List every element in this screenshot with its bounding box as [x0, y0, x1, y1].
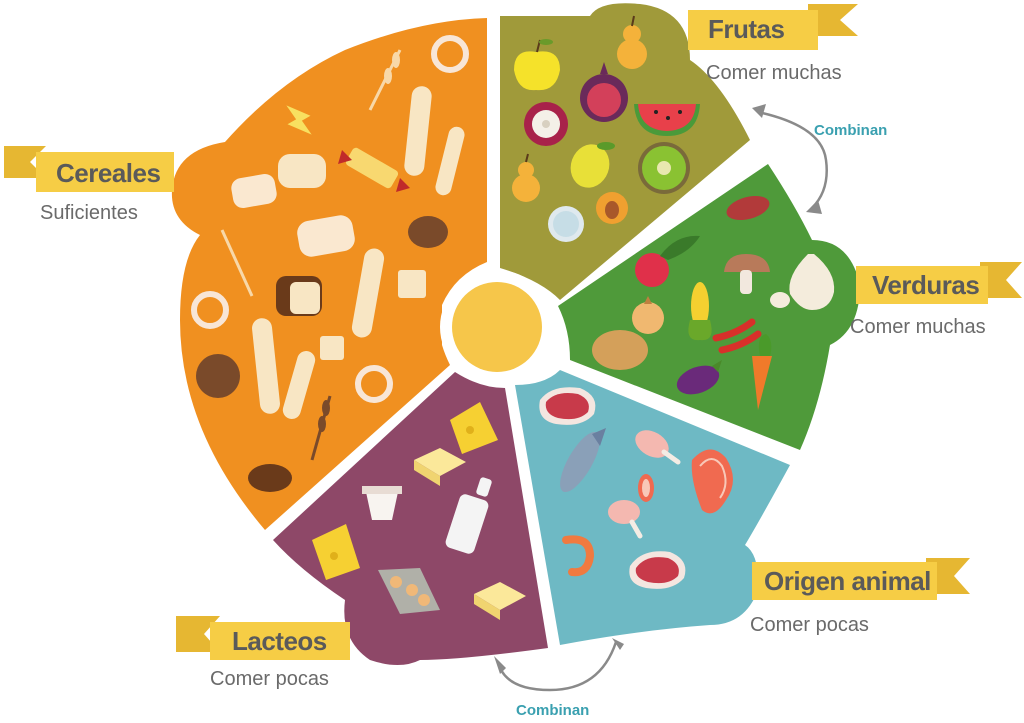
baguette-3-icon [252, 318, 316, 419]
amount-cereales: Suficientes [40, 202, 138, 224]
garlic-icon [770, 254, 835, 310]
arrowhead-up-right-icon [612, 638, 624, 650]
cheese-wedge-icon [450, 402, 498, 454]
carrot-icon [752, 334, 772, 410]
fig-icon [580, 62, 628, 122]
amount-frutas: Comer muchas [706, 62, 842, 84]
chicken-leg-2-icon [608, 500, 643, 539]
onion-icon [632, 296, 664, 334]
arrowhead-down-icon [806, 200, 822, 214]
coconut-icon [548, 206, 584, 242]
combine-arrow-top [752, 104, 828, 214]
plate-center [452, 282, 542, 372]
yogurt-icon [362, 486, 402, 520]
pretzel-icon [431, 35, 469, 73]
watermelon-icon [634, 104, 700, 136]
bread-slices-icon [231, 173, 355, 257]
roll-2-icon [196, 354, 240, 398]
eggs-icon [378, 568, 440, 614]
apricot-icon [596, 192, 628, 224]
label-verduras: Verduras [872, 270, 980, 300]
combine-arrow-bottom [494, 638, 624, 692]
mushroom-icon [724, 254, 770, 294]
pear-small-icon [512, 153, 540, 202]
mangosteen-icon [524, 102, 568, 146]
sweet-potato-icon [726, 195, 770, 221]
chicken-leg-icon [635, 430, 681, 465]
croissant-icon [248, 464, 292, 492]
pretzel-2-icon [191, 291, 393, 403]
ribbon-verduras [856, 262, 1022, 304]
loaf-icon [276, 276, 322, 316]
bread-icon [278, 154, 326, 188]
wheat-2-icon [220, 229, 254, 297]
pasta-icon [286, 105, 312, 135]
label-cereales: Cereales [56, 158, 161, 188]
cheese-block-icon [312, 524, 360, 580]
arrowhead-up-left-icon [494, 656, 506, 674]
sector-verduras [558, 164, 860, 450]
salmon-slice-icon [638, 474, 654, 502]
combine-label-top: Combinan [814, 122, 888, 139]
eggplant-icon [676, 360, 722, 395]
lemon-icon [570, 142, 615, 188]
candy-icon [338, 147, 410, 192]
amount-verduras: Comer muchas [850, 316, 986, 338]
kiwi-icon [638, 142, 690, 194]
roll-icon [408, 216, 448, 248]
butter-icon [414, 448, 466, 486]
combine-label-bottom: Combinan [516, 702, 590, 719]
wheat-icon [368, 49, 402, 111]
ribbon-origen-animal [752, 558, 970, 600]
ribbon-lacteos [176, 616, 350, 660]
fish-icon [560, 428, 606, 493]
corn-icon [688, 282, 712, 341]
label-lacteos: Lacteos [232, 626, 327, 656]
pear-icon [617, 15, 647, 69]
beet-icon [635, 235, 700, 287]
label-origen-animal: Origen animal [764, 566, 931, 596]
chili-icon [712, 318, 762, 354]
salmon-steak-icon [691, 449, 733, 514]
amount-origen-animal: Comer pocas [750, 614, 869, 636]
potato-icon [592, 330, 648, 370]
shrimp-icon [562, 535, 595, 577]
apple-icon [514, 39, 560, 91]
arrowhead-up-icon [752, 104, 766, 118]
baguette-icon [404, 86, 465, 196]
cracker-icon [320, 270, 426, 360]
baguette-2-icon [351, 248, 385, 338]
milk-bottle-icon [445, 477, 492, 554]
ribbon-frutas [688, 4, 858, 50]
label-frutas: Frutas [708, 14, 785, 44]
butter-2-icon [474, 582, 526, 620]
steak-icon [539, 387, 596, 425]
steak-2-icon [629, 551, 686, 589]
wheat-3-icon [310, 395, 332, 461]
ribbon-cereales [4, 146, 174, 192]
amount-lacteos: Comer pocas [210, 668, 329, 690]
